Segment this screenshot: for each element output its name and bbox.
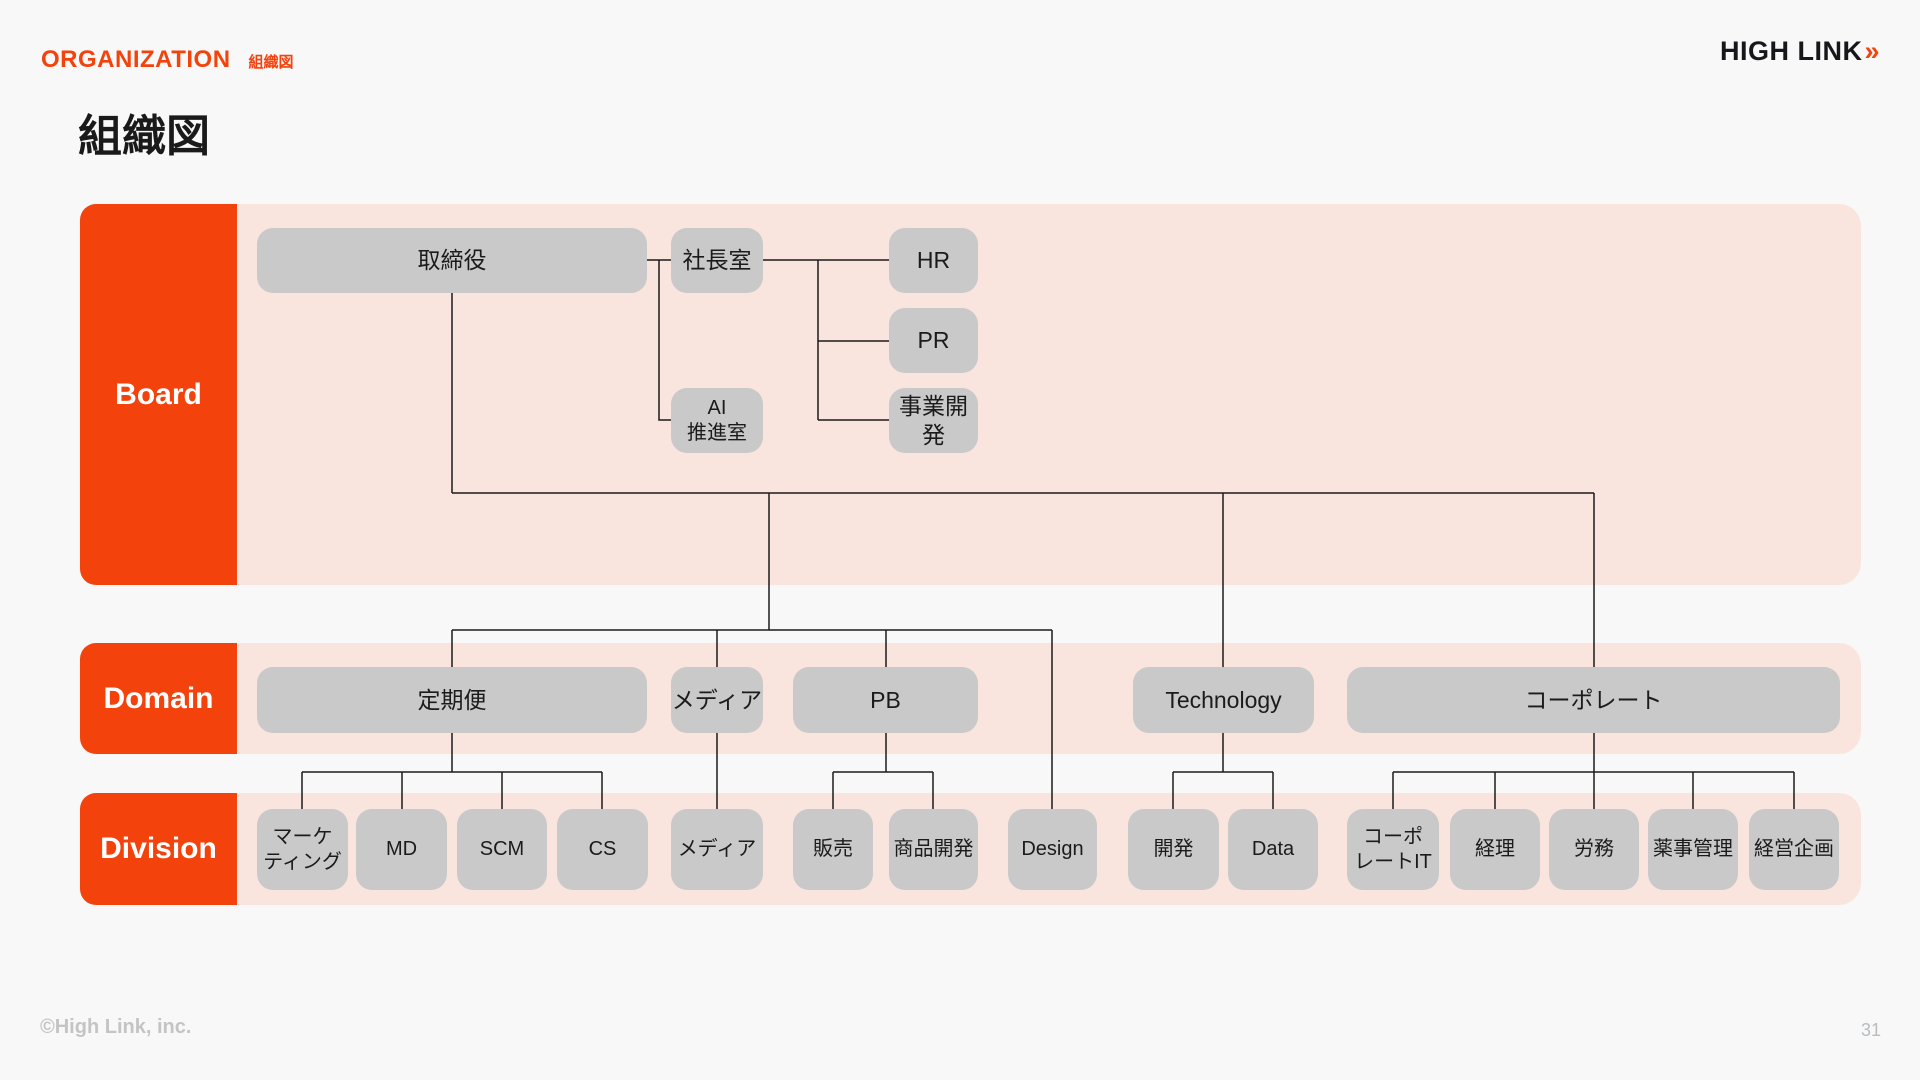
logo-chevrons-icon: » (1864, 36, 1880, 66)
node-hr: HR (889, 228, 978, 293)
footer-copyright: ©High Link, inc. (40, 1016, 192, 1038)
node-presidents-office: 社長室 (671, 228, 763, 293)
node-marketing: マーケ ティング (257, 809, 348, 890)
node-media-division: メディア (671, 809, 763, 890)
node-corporate-planning: 経営企画 (1749, 809, 1839, 890)
section-sublabel: 組織図 (248, 54, 294, 71)
node-ai-promotion-office: AI 推進室 (671, 388, 763, 453)
company-logo: HIGH LINK » (1720, 36, 1880, 67)
page-title: 組織図 (78, 112, 210, 161)
node-pr: PR (889, 308, 978, 373)
node-development: 開発 (1128, 809, 1219, 890)
node-product-development: 商品開発 (889, 809, 978, 890)
logo-text: HIGH LINK (1719, 36, 1863, 66)
node-accounting: 経理 (1450, 809, 1540, 890)
node-business-development: 事業開発 (889, 388, 978, 453)
node-subscription: 定期便 (257, 667, 647, 733)
row-label-division: Division (80, 793, 237, 905)
node-data: Data (1228, 809, 1318, 890)
page-number: 31 (1860, 1020, 1881, 1040)
node-media-domain: メディア (671, 667, 763, 733)
row-label-board: Board (80, 204, 237, 585)
node-cs: CS (557, 809, 648, 890)
node-pb: PB (793, 667, 978, 733)
node-corporate: コーポレート (1347, 667, 1840, 733)
row-label-domain: Domain (80, 643, 237, 754)
node-technology: Technology (1133, 667, 1314, 733)
header: ORGANIZATION 組織図 (41, 46, 294, 74)
node-labor: 労務 (1549, 809, 1639, 890)
node-pharmaceutical-affairs: 薬事管理 (1648, 809, 1738, 890)
node-scm: SCM (457, 809, 547, 890)
node-md: MD (356, 809, 447, 890)
node-corporate-it: コーポ レートIT (1347, 809, 1439, 890)
node-design: Design (1008, 809, 1097, 890)
section-label: ORGANIZATION (41, 46, 231, 73)
node-sales: 販売 (793, 809, 873, 890)
node-directors: 取締役 (257, 228, 647, 293)
